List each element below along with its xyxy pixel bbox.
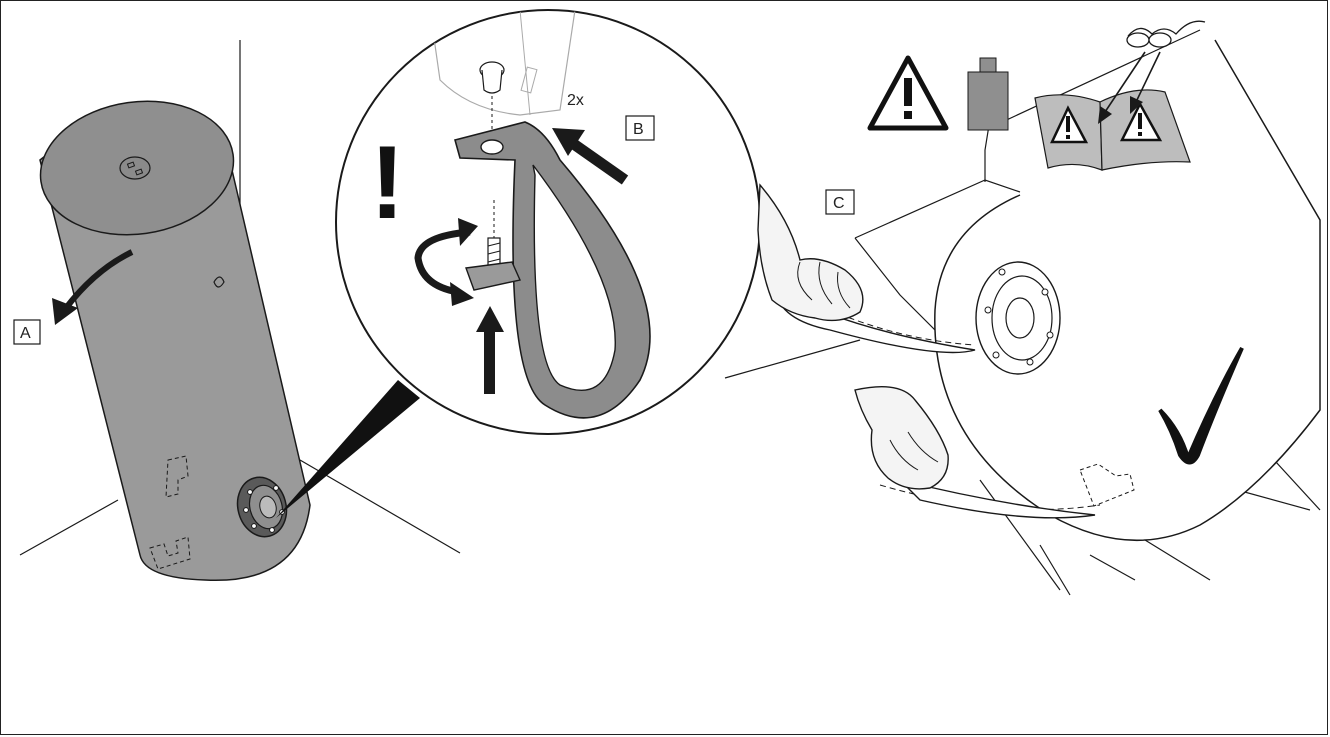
label-b: B xyxy=(633,121,644,138)
tank-top-fitting xyxy=(120,157,150,179)
strap-eyelet xyxy=(481,140,503,154)
caution-exclamation: ! xyxy=(370,125,405,241)
label-c: C xyxy=(833,195,845,212)
weight-icon xyxy=(968,58,1008,130)
warning-triangle-icon xyxy=(870,58,946,128)
floor-line-left xyxy=(20,500,118,555)
lower-hand xyxy=(855,387,948,489)
label-a: A xyxy=(20,325,31,342)
scene-c: C xyxy=(725,21,1320,595)
quantity-label: 2x xyxy=(567,92,584,109)
up-arrow xyxy=(484,328,495,394)
detail-b: ! 2x B xyxy=(276,10,760,518)
carried-tank-flange xyxy=(976,262,1060,374)
